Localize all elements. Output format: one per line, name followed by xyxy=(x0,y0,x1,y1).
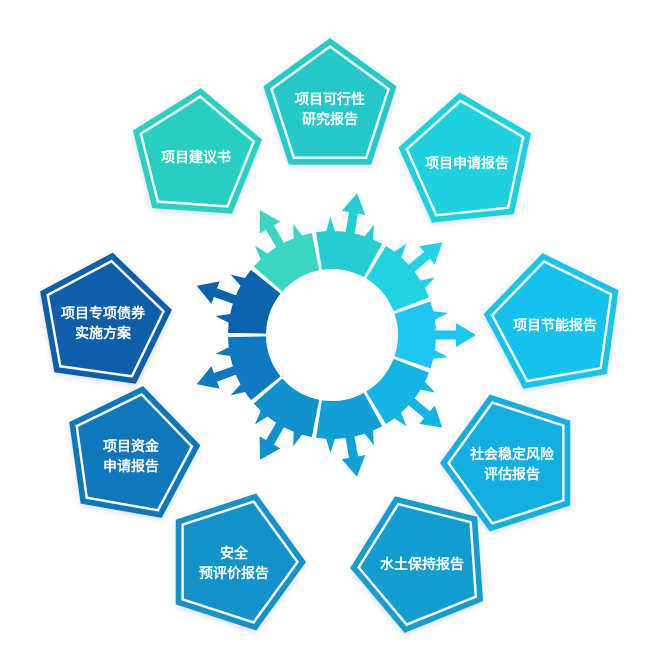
node-label-line: 社会稳定风险 xyxy=(469,446,555,463)
gear-tooth xyxy=(418,277,436,290)
gear-arrow xyxy=(432,323,476,347)
gear-arrow xyxy=(405,242,443,275)
gear-tooth xyxy=(363,428,374,446)
node-label-line: 实施方案 xyxy=(75,325,132,342)
gear-tooth xyxy=(254,408,270,425)
pentagon-inner xyxy=(360,505,475,624)
gear-tooth xyxy=(293,223,304,241)
gear-center-hole xyxy=(268,271,396,399)
pentagon-inner xyxy=(49,262,163,375)
gear-tooth xyxy=(431,310,448,321)
report-nodes: 项目建议书 项目可行性研究报告项目申请报告项目节能报告社会稳定风险评估报告水土保持… xyxy=(40,38,619,633)
gear-arrow xyxy=(341,432,366,477)
gear-segment xyxy=(316,230,383,278)
gear-tooth xyxy=(230,274,247,288)
gear-arrow xyxy=(196,364,240,389)
pentagon-inner xyxy=(408,102,522,214)
gear-arrow xyxy=(341,193,366,238)
node-label-line: 项目建议书 xyxy=(161,149,231,166)
node-label-line: 项目可行性 xyxy=(295,91,365,108)
report-node-xiangmu-jianyishu: 项目建议书 xyxy=(132,88,262,214)
node-label-line: 水土保持报告 xyxy=(380,556,464,573)
node-label-line: 安全 xyxy=(220,545,249,562)
gear-arrow xyxy=(196,281,240,306)
gear-segment xyxy=(394,301,437,369)
gear-arrow xyxy=(405,395,443,428)
gear-tooth xyxy=(215,313,233,324)
gear-tooth xyxy=(325,436,336,453)
node-label-line: 评估报告 xyxy=(484,466,540,483)
gear-tooth xyxy=(254,245,270,262)
gear-tooth xyxy=(392,243,407,260)
node-label-line: 预评价报告 xyxy=(199,565,269,582)
central-gear xyxy=(196,193,476,477)
pentagon-inner xyxy=(142,98,253,206)
report-node-jieneng: 项目节能报告 xyxy=(483,253,619,389)
pentagon-inner xyxy=(272,48,388,157)
gear-tooth xyxy=(293,429,304,447)
gear-tooth xyxy=(392,410,407,427)
pentagon-inner xyxy=(450,404,563,522)
report-node-shenqing: 项目申请报告 xyxy=(398,92,531,223)
report-node-shuitu-baochi: 水土保持报告 xyxy=(350,496,484,633)
node-label-line: 项目节能报告 xyxy=(513,317,597,334)
gear-segment xyxy=(316,392,383,440)
gear-segment xyxy=(253,232,320,292)
gear-segment xyxy=(253,378,320,438)
gear-arrow xyxy=(259,210,286,251)
gear-tooth xyxy=(418,380,436,393)
node-label-line: 研究报告 xyxy=(302,111,358,128)
node-label-line: 项目申请报告 xyxy=(425,155,509,172)
node-label-line: 申请报告 xyxy=(103,458,159,475)
node-label-line: 项目专项债券 xyxy=(61,305,146,322)
pentagon-inner xyxy=(493,262,610,380)
gear-tooth xyxy=(431,349,448,360)
gear-tooth xyxy=(215,346,233,357)
gear-tooth xyxy=(230,382,247,396)
pentagon-inner xyxy=(78,395,191,509)
gear-tooth xyxy=(325,217,336,234)
gear-tooth xyxy=(363,224,374,242)
gear-segment xyxy=(366,246,429,312)
gear-segment xyxy=(366,358,429,424)
node-label-line: 项目资金 xyxy=(103,438,160,455)
gear-arrow xyxy=(259,419,286,460)
pentagon-inner xyxy=(183,503,296,621)
